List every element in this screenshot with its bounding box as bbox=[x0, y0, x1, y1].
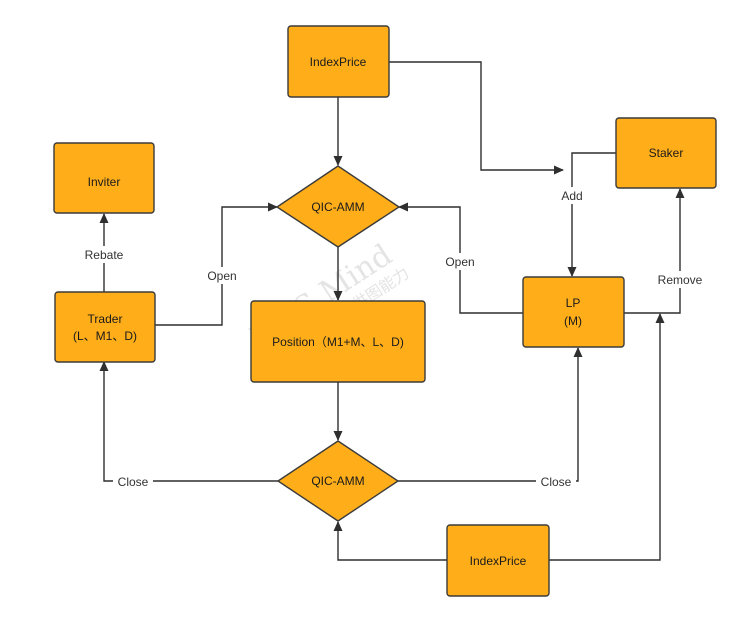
edge-staker-to-lp bbox=[567, 152, 616, 277]
node-lp-label-line2: (M) bbox=[564, 314, 582, 328]
edge-label-remove: Remove bbox=[658, 273, 703, 287]
edge-label-close-trader: Close bbox=[118, 475, 149, 489]
nodes: IndexPrice Staker Inviter QIC-AMM Trader… bbox=[53, 25, 717, 597]
node-trader-label-line1: Trader bbox=[88, 312, 123, 326]
edge-label-open-lp: Open bbox=[445, 255, 474, 269]
edge-indexprice-to-remove bbox=[549, 313, 665, 561]
edge-lp-remove-to-staker bbox=[624, 188, 685, 314]
node-lp-label-line1: LP bbox=[566, 296, 581, 310]
node-qic-amm-top-label: QIC-AMM bbox=[311, 200, 364, 214]
node-qic-amm-bottom: QIC-AMM bbox=[276, 440, 400, 522]
node-qic-amm-bottom-label: QIC-AMM bbox=[311, 474, 364, 488]
edge-indexprice-to-qic-amm-bottom bbox=[333, 521, 447, 561]
node-inviter: Inviter bbox=[53, 142, 155, 214]
node-indexprice-bottom: IndexPrice bbox=[446, 524, 550, 597]
node-inviter-label: Inviter bbox=[88, 175, 121, 189]
node-lp: LP (M) bbox=[522, 276, 625, 348]
edge-indexprice-to-add bbox=[389, 61, 564, 175]
edge-qic-amm-close-to-lp bbox=[398, 347, 583, 482]
node-position: Position（M1+M、L、D) bbox=[250, 300, 426, 383]
node-staker-label: Staker bbox=[649, 146, 684, 160]
edges bbox=[99, 61, 685, 561]
node-position-label: Position（M1+M、L、D) bbox=[272, 335, 404, 349]
node-trader: Trader (L、M1、D) bbox=[54, 291, 156, 363]
node-trader-label-line2: (L、M1、D) bbox=[73, 329, 137, 343]
edge-label-add: Add bbox=[561, 189, 582, 203]
edge-trader-open-to-qic-amm bbox=[155, 202, 278, 326]
edge-labels: Add Rebate Open Open Remove Close Close bbox=[80, 187, 708, 490]
node-indexprice-bottom-label: IndexPrice bbox=[470, 554, 527, 568]
node-indexprice-top-label: IndexPrice bbox=[310, 55, 367, 69]
node-indexprice-top: IndexPrice bbox=[287, 25, 390, 98]
edge-qic-amm-close-to-trader bbox=[99, 361, 278, 482]
edge-label-open-trader: Open bbox=[207, 269, 236, 283]
node-staker: Staker bbox=[615, 117, 717, 189]
edge-label-rebate: Rebate bbox=[85, 248, 124, 262]
node-qic-amm-top: QIC-AMM bbox=[275, 165, 401, 248]
edge-label-close-lp: Close bbox=[541, 475, 572, 489]
